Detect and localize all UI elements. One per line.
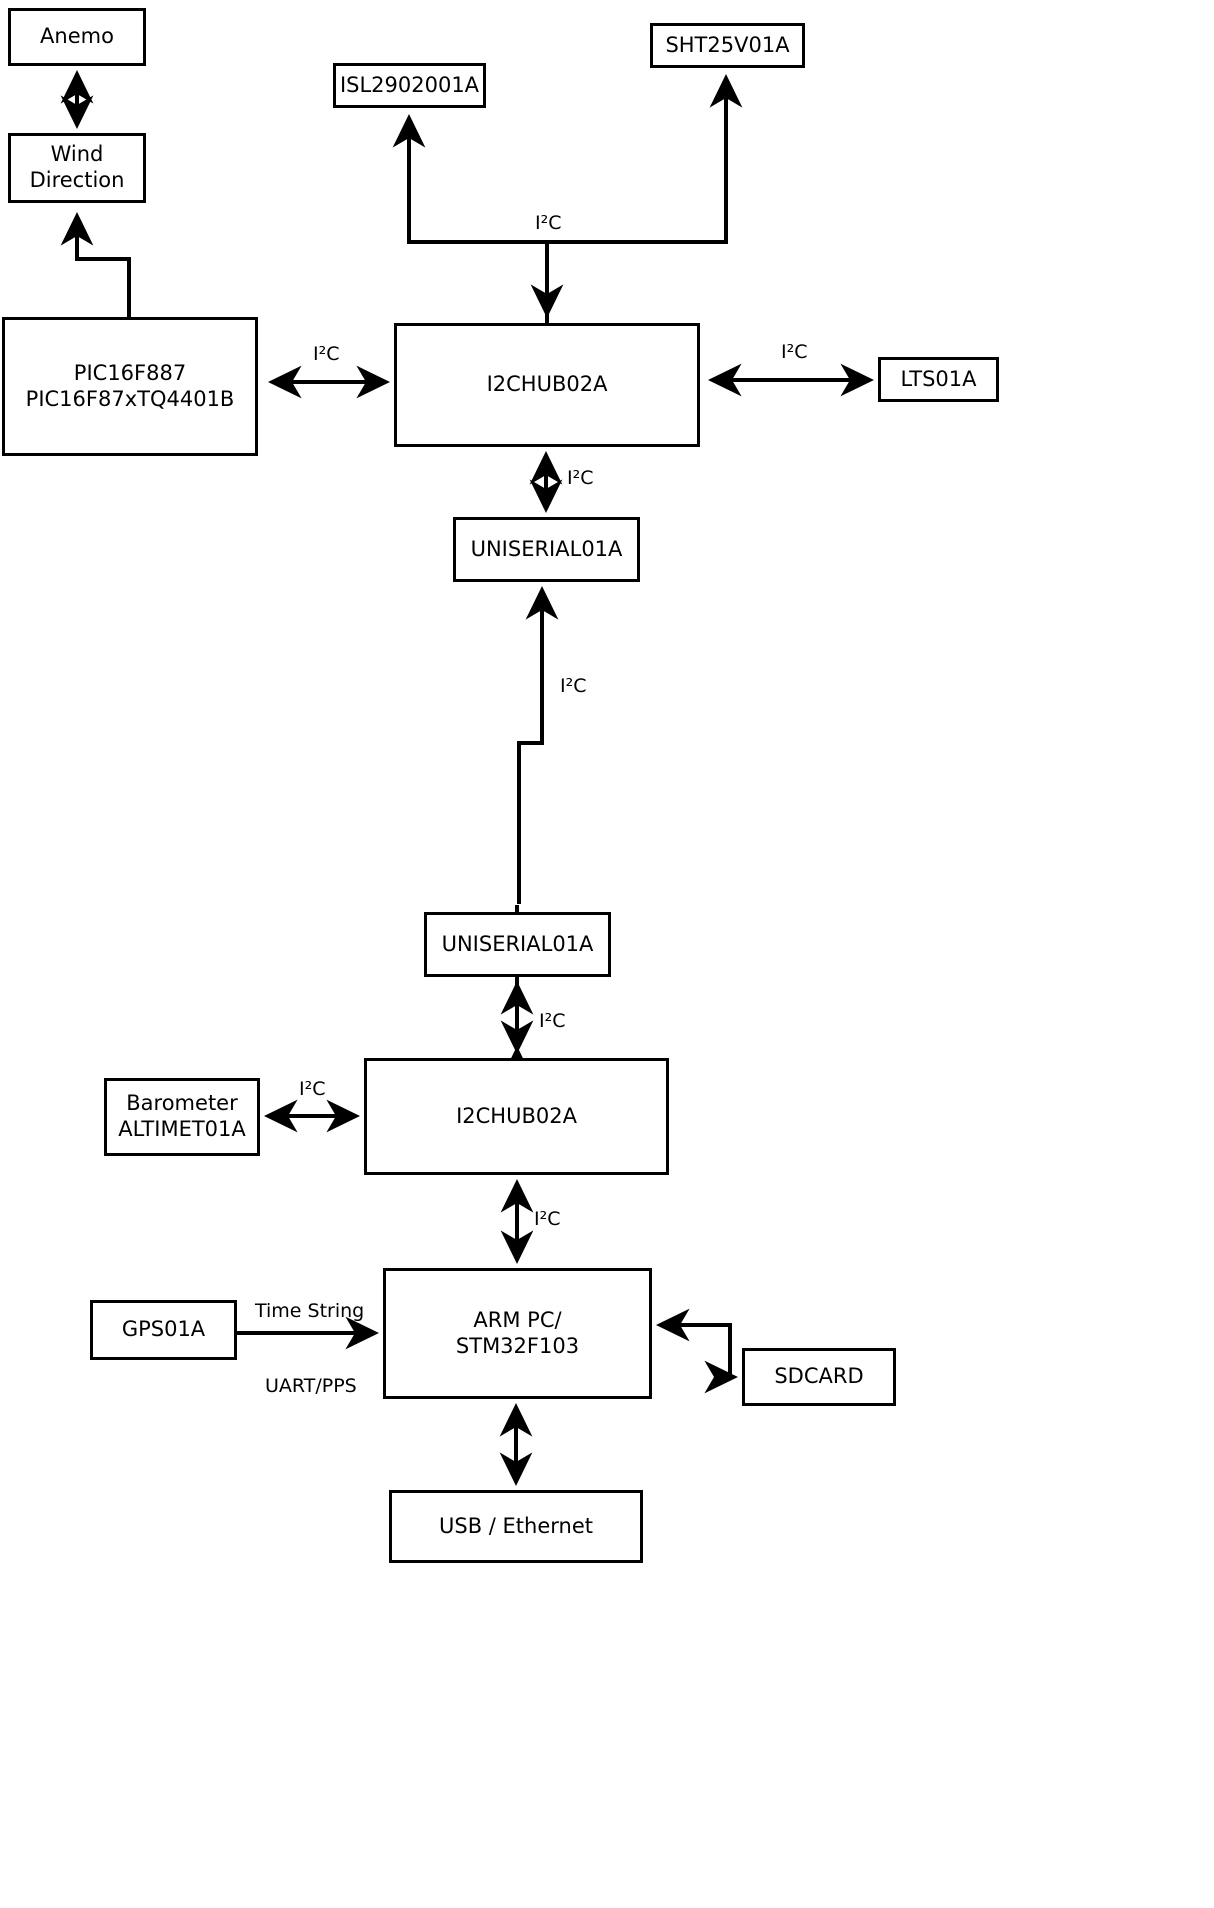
wire-uniserial2-uniserial1 [517,585,559,904]
wire-hub-bus-sht [545,73,743,323]
wire-sdcard-arm [655,1308,732,1377]
edge-label-time-string: Time String [255,1300,365,1322]
edge-label-i2c-top-bus: I²C [535,212,562,234]
node-wind-direction[interactable]: Wind Direction [8,133,146,203]
node-sht25v01a[interactable]: SHT25V01A [650,23,805,68]
wire-arm-sdcard [660,1323,739,1394]
node-barometer-altimet01a[interactable]: Barometer ALTIMET01A [104,1078,260,1156]
wire-hub-bus-isl [392,113,549,323]
node-i2chub02a-top[interactable]: I2CHUB02A [394,323,700,447]
node-isl2902001a[interactable]: ISL2902001A [333,63,486,108]
node-gps01a[interactable]: GPS01A [90,1300,237,1360]
wire-pic-winddirection [60,211,131,317]
edge-label-i2c-uniserial-hub2: I²C [539,1010,566,1032]
node-arm-pc-stm32f103[interactable]: ARM PC/ STM32F103 [383,1268,652,1399]
node-pic16f887[interactable]: PIC16F887 PIC16F87xTQ4401B [2,317,258,456]
edge-label-i2c-hub-lts: I²C [781,341,808,363]
node-anemo[interactable]: Anemo [8,8,146,66]
node-i2chub02a-bottom[interactable]: I2CHUB02A [364,1058,669,1175]
edge-label-i2c-pic-hub: I²C [313,343,340,365]
edge-label-i2c-hub-uniserial: I²C [567,467,594,489]
edge-label-i2c-barometer-hub2: I²C [299,1078,326,1100]
node-usb-ethernet[interactable]: USB / Ethernet [389,1490,643,1563]
edge-label-i2c-hub2-arm: I²C [534,1208,561,1230]
edge-label-uart-pps: UART/PPS [265,1375,357,1397]
node-lts01a[interactable]: LTS01A [878,357,999,402]
edge-label-i2c-uniserial-uniserial: I²C [560,675,587,697]
node-uniserial01a-lower[interactable]: UNISERIAL01A [424,912,611,977]
node-sdcard[interactable]: SDCARD [742,1348,896,1406]
node-uniserial01a-upper[interactable]: UNISERIAL01A [453,517,640,582]
